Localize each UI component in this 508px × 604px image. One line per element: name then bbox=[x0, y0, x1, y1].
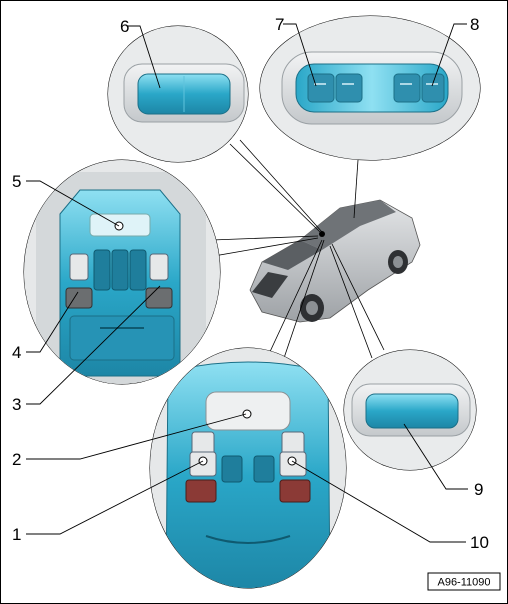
callout-5: 5 bbox=[12, 172, 21, 191]
magnifier-rear-controls bbox=[259, 15, 481, 161]
callout-numbers: 6 7 8 5 4 3 2 1 9 10 bbox=[12, 15, 489, 552]
reference-code: A96-11090 bbox=[437, 577, 490, 589]
callout-3: 3 bbox=[12, 395, 21, 414]
callout-4: 4 bbox=[12, 343, 21, 362]
callout-7: 7 bbox=[275, 15, 284, 34]
car-illustration bbox=[249, 199, 421, 323]
magnifier-leaders bbox=[211, 139, 385, 359]
magnifier-interior-light-panel bbox=[149, 347, 347, 589]
callout-1: 1 bbox=[12, 525, 21, 544]
callout-leaders bbox=[26, 23, 468, 543]
magnifier-rear-reading-light bbox=[343, 349, 477, 471]
callout-8: 8 bbox=[470, 15, 479, 34]
callout-9: 9 bbox=[474, 480, 483, 499]
magnifier-reading-light bbox=[107, 25, 249, 163]
magnifier-front-roof-console bbox=[23, 159, 221, 385]
callout-10: 10 bbox=[470, 533, 489, 552]
reference-code-box: A96-11090 bbox=[427, 572, 501, 591]
callout-2: 2 bbox=[12, 450, 21, 469]
callout-6: 6 bbox=[120, 17, 129, 36]
